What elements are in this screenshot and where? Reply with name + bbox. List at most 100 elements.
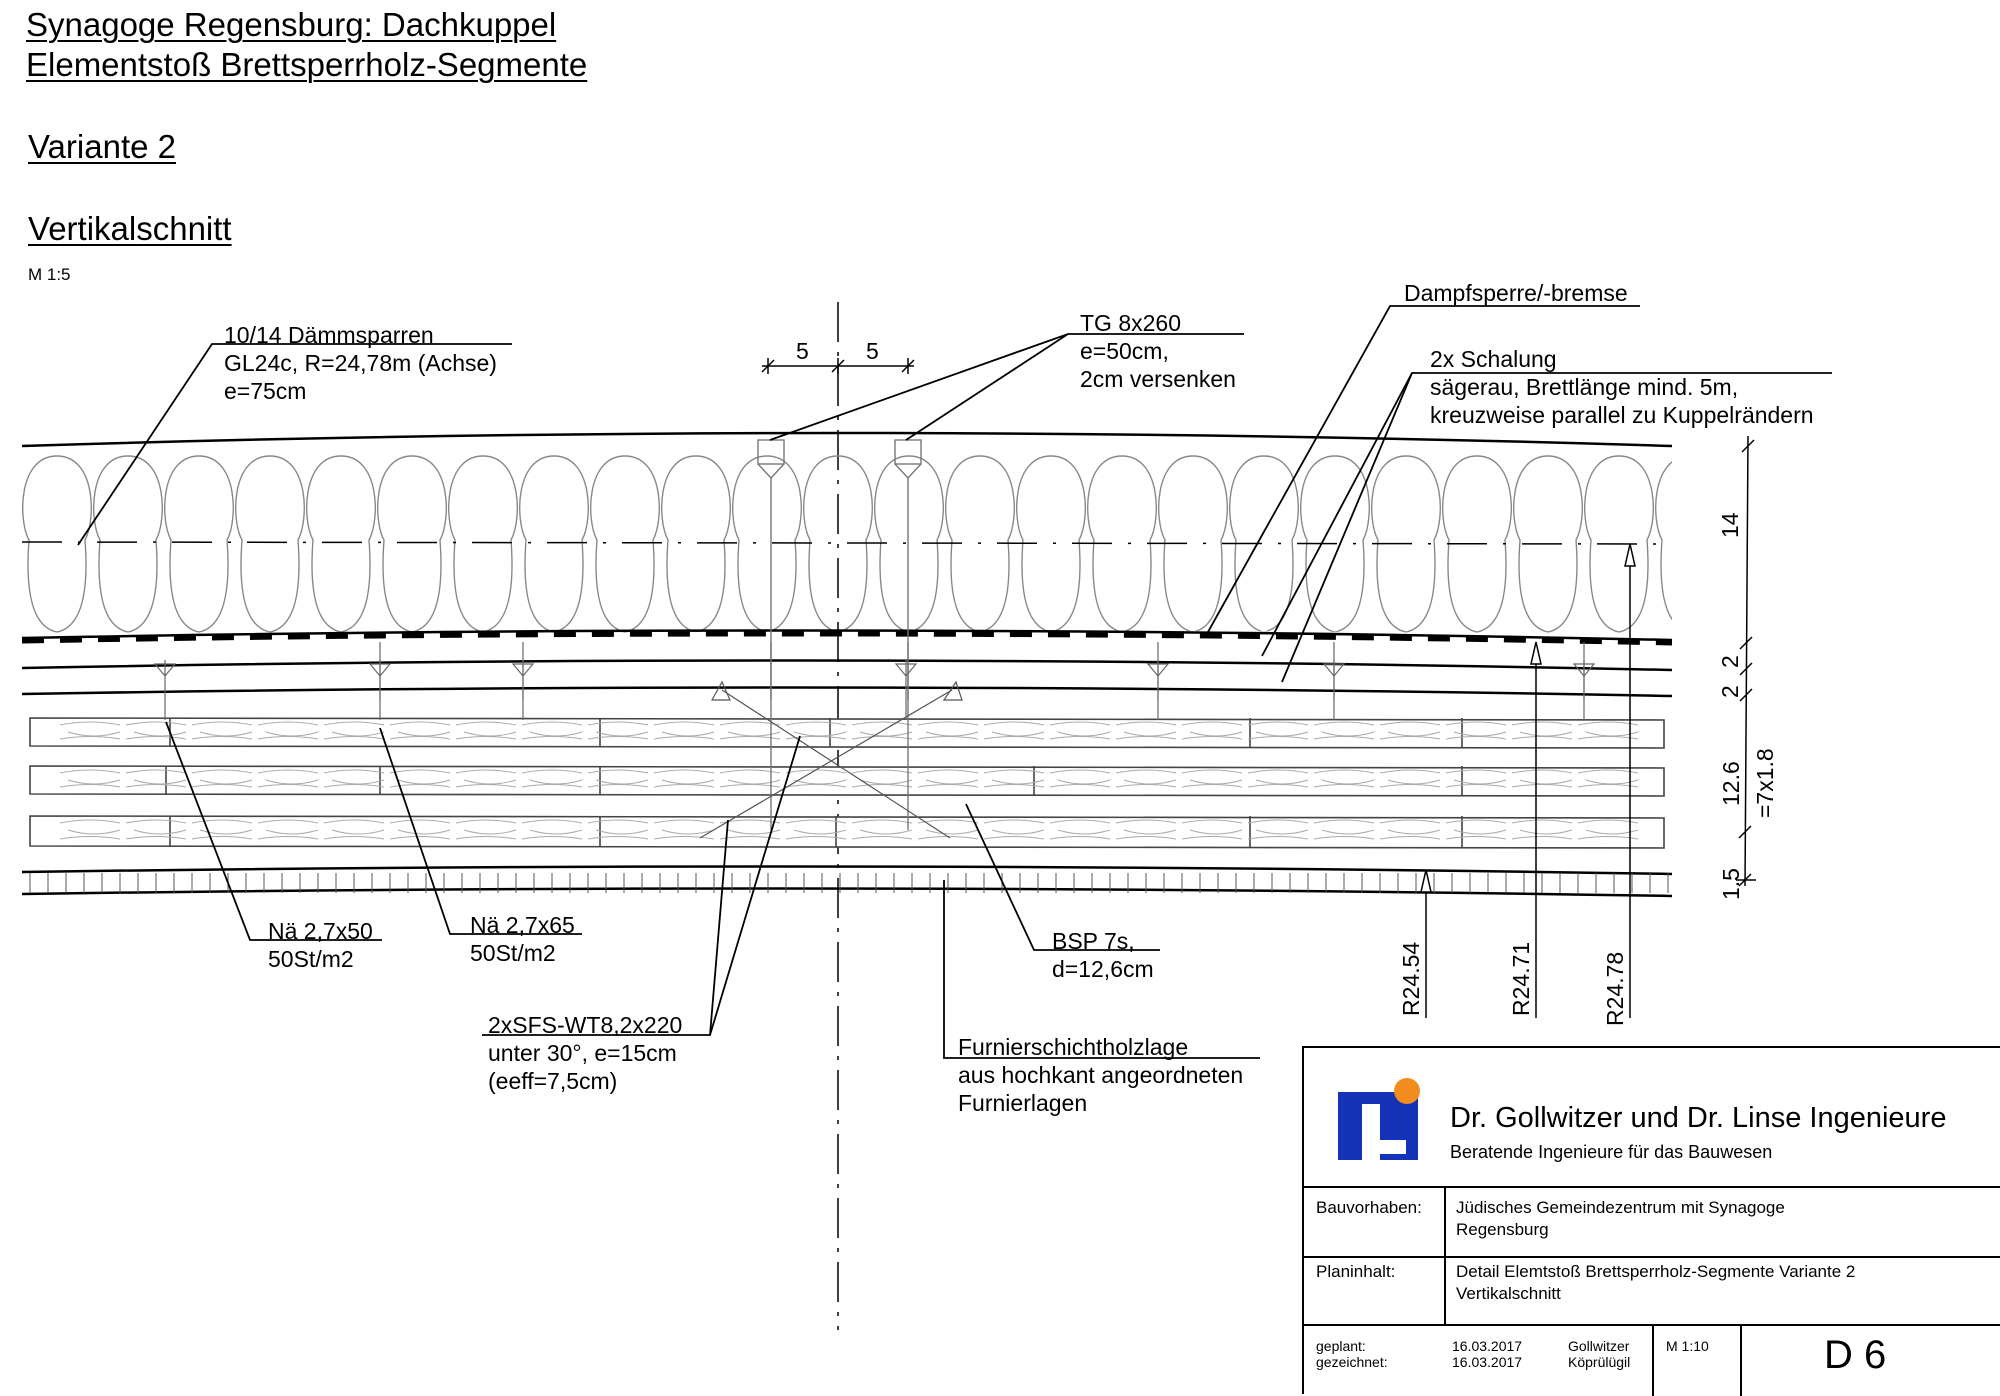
clt-label: BSP 7s, — [1052, 928, 1135, 954]
title-block: Dr. Gollwitzer und Dr. Linse Ingenieure … — [1302, 1046, 2000, 1396]
clt-grain — [191, 769, 253, 788]
insulation-loop — [1442, 455, 1512, 633]
radius-label-3: R24.78 — [1602, 951, 1628, 1026]
sfs-screw-label: 2xSFS-WT8,2x220 — [488, 1012, 683, 1038]
content-value-1: Detail Elemtstoß Brettsperrholz-Segmente… — [1456, 1262, 1856, 1281]
tg-screw-spacing: e=50cm, — [1080, 338, 1169, 364]
clt-grain — [851, 819, 913, 840]
nail1-label: Nä 2,7x50 — [268, 918, 373, 944]
clt-grain — [1445, 721, 1507, 740]
clt-grain — [587, 769, 649, 788]
dim-boarding-1: 2 — [1717, 655, 1743, 668]
planned-by: Gollwitzer — [1568, 1338, 1630, 1354]
rafter-spec: GL24c, R=24,78m (Achse) — [224, 350, 497, 376]
clt-grain — [1181, 769, 1243, 788]
clt-grain — [389, 721, 451, 740]
clt-grain — [1115, 721, 1177, 740]
insulation-loop — [874, 455, 944, 633]
clt-lamella-band — [29, 765, 1665, 797]
clt-grain — [389, 819, 451, 840]
clt-grain — [1445, 769, 1507, 788]
insulation-loop — [448, 455, 518, 633]
clt-grain — [455, 769, 517, 788]
clt-grain — [1577, 819, 1639, 840]
clt-grain — [455, 721, 517, 740]
dim-top-right: 5 — [866, 338, 879, 364]
drawing-title-line1: Synagoge Regensburg: Dachkuppel — [26, 6, 557, 43]
rafter-axis-line — [21, 541, 1673, 545]
insulation-loop — [661, 455, 731, 633]
insulation-top-line — [21, 431, 1673, 448]
clt-grain — [191, 819, 253, 840]
lvl-label: Furnierschichtholzlage — [958, 1034, 1189, 1060]
nail2-density: 50St/m2 — [470, 940, 556, 966]
clt-grain — [323, 819, 385, 840]
right-dimension — [1736, 435, 1756, 887]
clt-grain — [59, 819, 121, 840]
dim-clt-layers: =7x1.8 — [1752, 748, 1778, 818]
content-value-2: Vertikalschnitt — [1456, 1284, 1561, 1303]
clt-grain — [1247, 769, 1309, 788]
tb-col-divider — [1444, 1186, 1446, 1324]
vapor-barrier-line — [21, 629, 1673, 642]
clt-grain — [1115, 819, 1177, 840]
nail2-label: Nä 2,7x65 — [470, 912, 575, 938]
insulation-loop — [1584, 455, 1654, 633]
insulation-loop — [945, 455, 1015, 633]
nail-head — [894, 663, 918, 677]
boarding-label: 2x Schalung — [1430, 346, 1557, 372]
clt-grain — [587, 819, 649, 840]
clt-grain — [983, 769, 1045, 788]
insulation-loop — [1371, 455, 1441, 633]
tg-screw-note: 2cm versenken — [1080, 366, 1236, 392]
clt-layers — [29, 717, 1665, 849]
clt-grain — [521, 819, 583, 840]
clt-grain — [1511, 819, 1573, 840]
drawn-date: 16.03.2017 — [1452, 1354, 1523, 1370]
project-value-2: Regensburg — [1456, 1220, 1549, 1239]
clt-grain — [125, 769, 187, 788]
tb-col-divider-3 — [1740, 1324, 1742, 1396]
clt-grain — [521, 721, 583, 740]
planned-date: 16.03.2017 — [1452, 1338, 1523, 1354]
clt-grain — [191, 721, 253, 740]
dim-boarding-2: 2 — [1717, 685, 1743, 698]
clt-grain — [257, 721, 319, 740]
rafter-spacing: e=75cm — [224, 378, 307, 404]
clt-grain — [1181, 819, 1243, 840]
clt-grain — [125, 819, 187, 840]
leader-lines — [77, 305, 1832, 1059]
logo-white-base — [1362, 1140, 1406, 1154]
clt-grain — [323, 721, 385, 740]
clt-grain — [455, 819, 517, 840]
clt-grain — [785, 819, 847, 840]
clt-grain — [1049, 819, 1111, 840]
clt-grain — [1379, 819, 1441, 840]
dim-clt: 12.6 — [1718, 761, 1744, 806]
clt-grain — [257, 819, 319, 840]
insulation-loop — [164, 455, 234, 633]
scale-label: M 1:5 — [28, 265, 71, 284]
insulation-loop — [377, 455, 447, 633]
insulation-loop — [93, 455, 163, 633]
sfs-screw-spec: unter 30°, e=15cm — [488, 1040, 677, 1066]
insulation-loop — [1655, 455, 1672, 633]
clt-grain — [1049, 721, 1111, 740]
insulation-loop — [1513, 455, 1583, 633]
clt-grain — [785, 721, 847, 740]
insulation-loop — [22, 455, 92, 633]
nail-head — [153, 663, 177, 677]
planned-label: geplant: — [1316, 1338, 1366, 1354]
clt-lamella-band — [29, 717, 1665, 749]
clt-grain — [257, 769, 319, 788]
content-label: Planinhalt: — [1316, 1262, 1396, 1281]
rafter-label: 10/14 Dämmsparren — [224, 322, 434, 348]
clt-thickness: d=12,6cm — [1052, 956, 1154, 982]
logo-blue-inner — [1384, 1112, 1406, 1138]
insulation-loop — [590, 455, 660, 633]
clt-grain — [125, 721, 187, 740]
clt-grain — [1313, 819, 1375, 840]
drawn-by: Köprülügil — [1568, 1354, 1631, 1370]
clt-grain — [719, 769, 781, 788]
